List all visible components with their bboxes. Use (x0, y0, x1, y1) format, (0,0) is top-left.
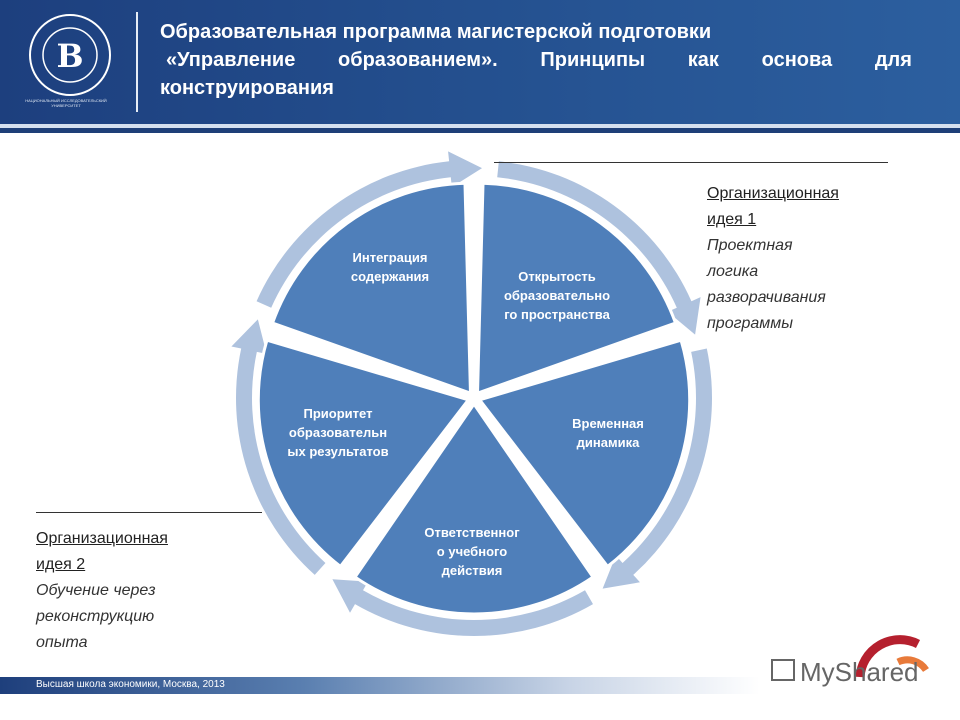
segment-label: Приоритет (304, 406, 373, 421)
page-title: Образовательная программа магистерской п… (160, 18, 912, 102)
segment-label: динамика (577, 435, 640, 450)
svg-text:В: В (56, 37, 83, 75)
cycle-arrow (497, 161, 701, 335)
title-word: Принципы (540, 49, 646, 71)
segment-label: ых результатов (287, 444, 388, 459)
idea2-text: реконструкцию (36, 608, 155, 625)
cycle-segment (477, 338, 692, 569)
segment-label: содержания (351, 269, 429, 284)
title-word: для (874, 49, 912, 71)
segment-label: образовательн (289, 425, 387, 440)
title-word: как (687, 49, 719, 71)
segment-label: о учебного (437, 544, 507, 559)
header-divider (136, 12, 138, 112)
cycle-segment (270, 181, 473, 396)
title-word: «Управление (166, 49, 296, 71)
segment-label: образовательно (504, 288, 610, 303)
idea2-text: опыта (36, 634, 88, 651)
title-line-3: конструирования (160, 77, 334, 99)
logo-caption: НАЦИОНАЛЬНЫЙ ИССЛЕДОВАТЕЛЬСКИЙ УНИВЕРСИТ… (25, 98, 107, 108)
idea2-heading: идея 2 (36, 556, 86, 573)
segment-label: го пространства (504, 307, 610, 322)
footer-bar: Высшая школа экономики, Москва, 2013 (0, 677, 760, 694)
idea2-heading: Организационная (36, 530, 168, 547)
idea2-text: Обучение через (36, 582, 156, 599)
title-line-2: «Управление образованием». Принципы как … (160, 46, 912, 74)
header-stripe (0, 124, 960, 128)
cycle-segment (475, 181, 678, 396)
slide-header (0, 0, 960, 124)
idea1-heading: Организационная (707, 185, 839, 202)
segment-label: Интеграция (353, 250, 428, 265)
cycle-segment (256, 338, 471, 569)
title-word: образованием». (338, 49, 498, 71)
idea1-text: логика (707, 263, 759, 280)
title-word: основа (761, 49, 833, 71)
segment-label: Ответственног (424, 525, 520, 540)
cycle-arrow (231, 319, 326, 575)
idea1-rule (494, 162, 888, 163)
hse-logo: В (29, 14, 111, 96)
cycle-arrow (602, 348, 712, 589)
idea1-text: Проектная (707, 237, 793, 254)
idea2-block: Организационная идея 2 Обучение через ре… (36, 526, 168, 656)
cycle-arrow (256, 151, 483, 308)
idea1-block: Организационная идея 1 Проектная логика … (707, 181, 839, 337)
idea1-heading: идея 1 (707, 211, 757, 228)
idea1-text: программы (707, 315, 793, 332)
myshared-logo (771, 635, 929, 681)
footer-text: Высшая школа экономики, Москва, 2013 (36, 679, 225, 690)
header-line (0, 128, 960, 133)
segment-label: действия (442, 563, 503, 578)
cycle-arrow (332, 579, 593, 636)
idea2-rule (36, 512, 262, 513)
segment-label: Открытость (518, 269, 596, 284)
title-line-1: Образовательная программа магистерской п… (160, 21, 712, 43)
idea1-text: разворачивания (707, 289, 826, 306)
segment-label: Временная (572, 416, 644, 431)
cycle-segment (352, 401, 596, 616)
watermark-text: MyShared (800, 657, 919, 687)
